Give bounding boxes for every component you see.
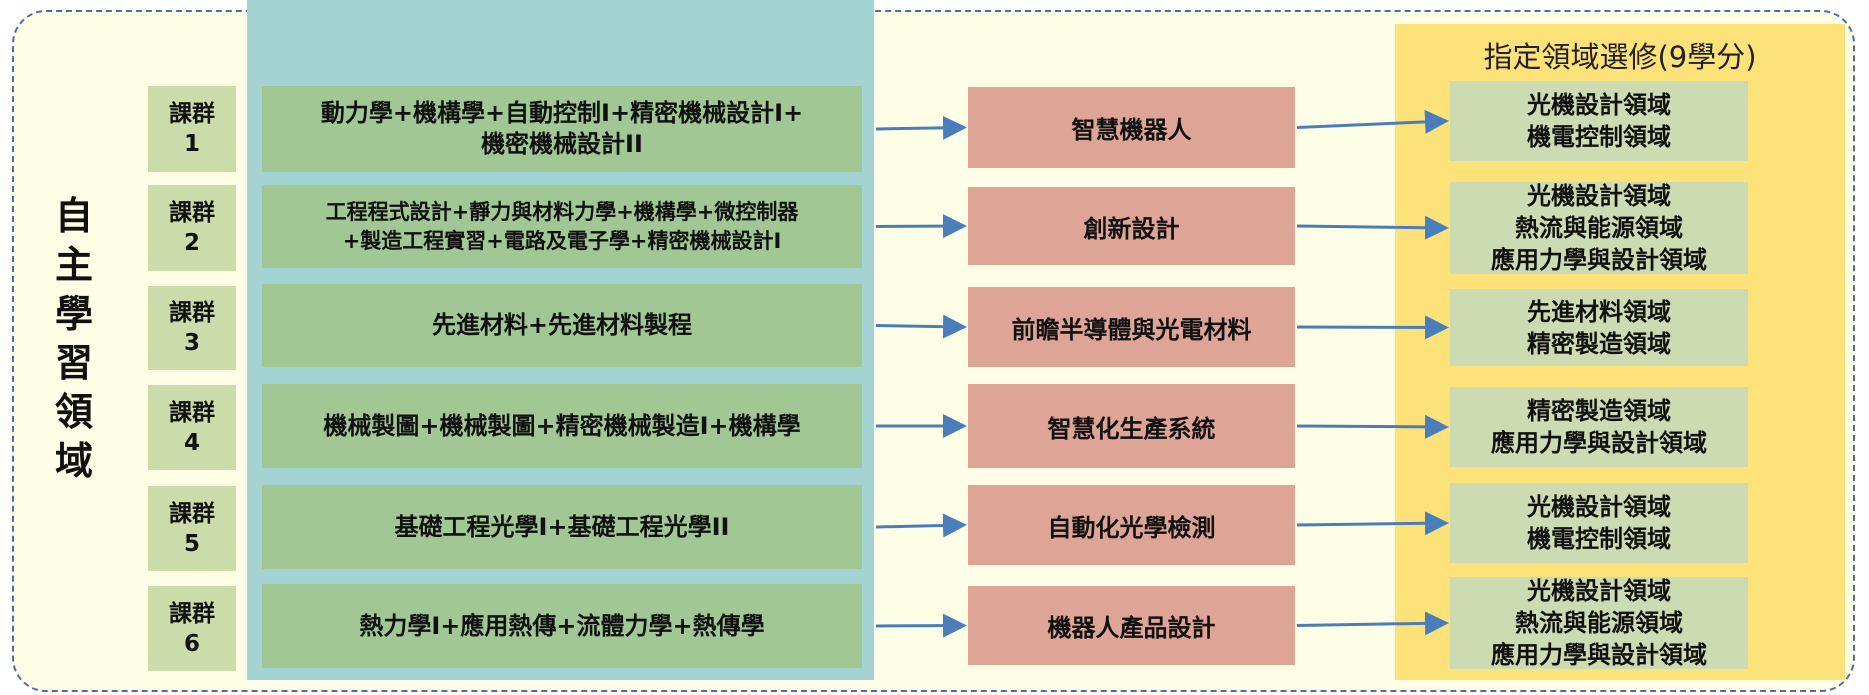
program-track-box: 自動化光學檢測 <box>968 485 1295 565</box>
arrow-course-to-track <box>875 513 967 538</box>
course-group-label: 課群 6 <box>148 586 236 671</box>
elective-area-box: 光機設計領域 機電控制領域 <box>1450 81 1748 161</box>
course-group-label: 課群 3 <box>148 286 236 370</box>
arrow-track-to-area <box>1296 611 1449 636</box>
arrow-course-to-track <box>875 115 967 140</box>
arrow-track-to-area <box>1296 215 1449 240</box>
elective-area-box: 精密製造領域 應用力學與設計領域 <box>1450 387 1748 467</box>
course-list-box: 熱力學I+應用熱傳+流體力學+熱傳學 <box>262 584 862 668</box>
arrow-track-to-area <box>1296 315 1449 340</box>
course-list-box: 基礎工程光學I+基礎工程光學II <box>262 485 862 569</box>
program-track-box: 前瞻半導體與光電材料 <box>968 287 1295 367</box>
program-track-box: 智慧機器人 <box>968 87 1295 168</box>
course-list-box: 先進材料+先進材料製程 <box>262 284 862 367</box>
course-group-label: 課群 5 <box>148 486 236 571</box>
arrow-course-to-track <box>875 314 967 339</box>
course-group-label: 課群 1 <box>148 86 236 172</box>
elective-title: 指定領域選修(9學分) <box>1483 40 1757 74</box>
course-list-box: 動力學+機構學+自動控制I+精密機械設計I+ 機密機械設計II <box>262 86 862 172</box>
arrow-track-to-area <box>1296 511 1449 536</box>
self-learning-domain-label: 自主學習領域 <box>54 194 93 483</box>
course-list-box: 機械製圖+機械製圖+精密機械製造I+機構學 <box>262 384 862 468</box>
program-track-box: 智慧化生產系統 <box>968 384 1295 468</box>
course-list-box: 工程程式設計+靜力與材料力學+機構學+微控制器 +製造工程實習+電路及電子學+精… <box>262 185 862 268</box>
arrow-course-to-track <box>875 613 967 638</box>
program-track-box: 機器人產品設計 <box>968 586 1295 665</box>
elective-area-box: 光機設計領域 機電控制領域 <box>1450 483 1748 563</box>
arrow-track-to-area <box>1296 109 1449 134</box>
elective-area-box: 先進材料領域 精密製造領域 <box>1450 289 1748 366</box>
elective-area-box: 光機設計領域 熱流與能源領域 應用力學與設計領域 <box>1450 577 1748 669</box>
elective-area-box: 光機設計領域 熱流與能源領域 應用力學與設計領域 <box>1450 182 1748 274</box>
arrow-track-to-area <box>1296 414 1449 439</box>
arrow-course-to-track <box>875 214 967 239</box>
course-group-label: 課群 4 <box>148 385 236 470</box>
course-group-label: 課群 2 <box>148 185 236 271</box>
program-track-box: 創新設計 <box>968 187 1295 265</box>
